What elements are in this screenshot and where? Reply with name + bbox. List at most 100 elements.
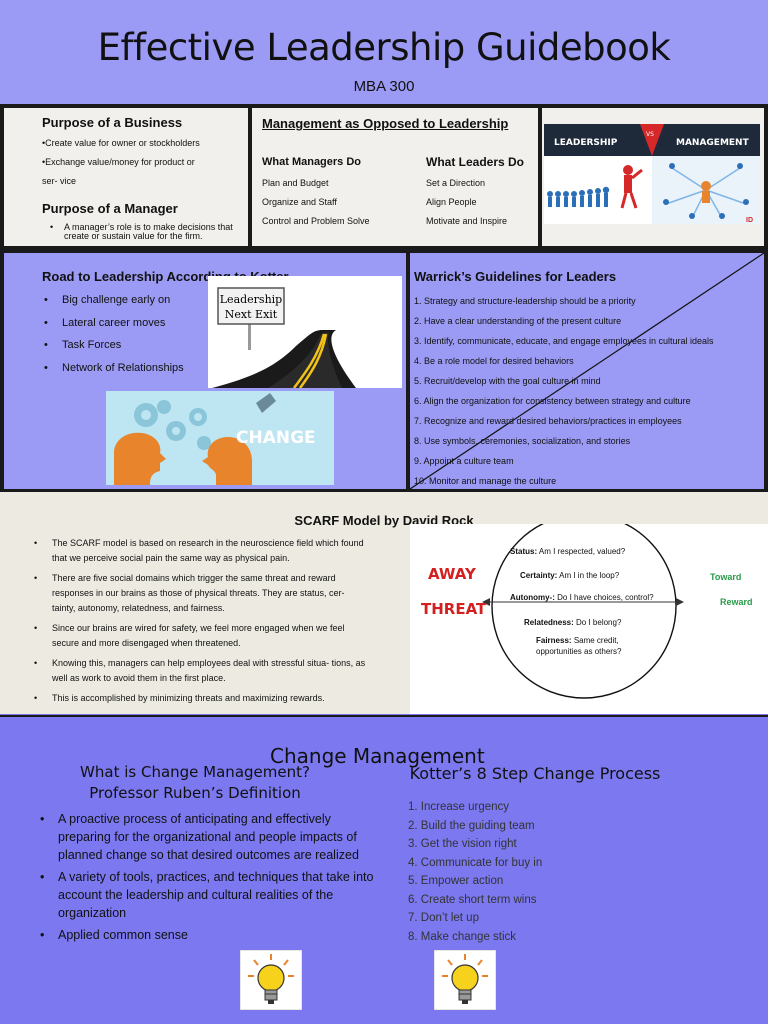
- autonomy-label: Autonomy-:: [510, 593, 555, 602]
- diagonal-line: [410, 253, 764, 489]
- change-left-title-1: What is Change Management?: [80, 763, 310, 781]
- change-section: Change Management What is Change Managem…: [0, 714, 768, 1024]
- warrick-item: 5. Recruit/develop with the goal culture…: [414, 376, 601, 386]
- managers-title: What Managers Do: [262, 156, 362, 168]
- kotter-step: 6. Create short term wins: [408, 893, 537, 906]
- fairness-question-2: opportunities as others?: [536, 647, 622, 656]
- managers-item: Plan and Budget: [262, 178, 329, 188]
- change-item: A variety of tools, practices, and techn…: [40, 868, 380, 922]
- svg-text:Status: Am I respected, valued: Status: Am I respected, valued?: [510, 547, 626, 556]
- scarf-paragraph: Since our brains are wired for safety, w…: [34, 621, 370, 651]
- managers-item: Organize and Staff: [262, 197, 337, 207]
- step-number: 7.: [408, 912, 421, 924]
- warrick-item: 2. Have a clear understanding of the pre…: [414, 316, 622, 326]
- sign-line-1: Leadership: [220, 293, 282, 306]
- step-number: 2.: [408, 819, 421, 832]
- change-right-title: Kotter’s 8 Step Change Process: [409, 764, 661, 783]
- warrick-item: 4. Be a role model for desired behaviors: [414, 356, 574, 366]
- kotter-road-item: Big challenge early on: [44, 289, 184, 312]
- reward-label: Reward: [720, 597, 753, 607]
- relatedness-label: Relatedness:: [524, 618, 574, 627]
- page-subtitle: MBA 300: [353, 78, 415, 95]
- kotter-step: 2. Build the guiding team: [408, 819, 535, 832]
- kotter-step: 8. Make change stick: [408, 930, 517, 943]
- fairness-label: Fairness:: [536, 636, 572, 645]
- lm-image-panel: LEADERSHIP VS MANAGEMENT ID: [542, 108, 764, 246]
- kotter-step: 4. Communicate for buy in: [408, 856, 543, 869]
- leadership-road-image: Leadership Next Exit: [208, 276, 402, 388]
- relatedness-question: Do I belong?: [576, 618, 622, 627]
- warrick-item: 8. Use symbols, ceremonies, socializatio…: [414, 436, 631, 446]
- warrick-item: 6. Align the organization for consistenc…: [414, 396, 691, 406]
- scarf-paragraph: There are five social domains which trig…: [34, 571, 370, 616]
- managers-item: Control and Problem Solve: [262, 216, 370, 226]
- step-number: 5.: [408, 875, 421, 887]
- business-item: •Create value for owner or stockholders: [42, 138, 200, 148]
- kotter-road-item: Task Forces: [44, 334, 184, 357]
- lm-left-label: LEADERSHIP: [554, 138, 618, 148]
- step-number: 6.: [408, 893, 421, 906]
- svg-text:Certainty: Am I in the loop?: Certainty: Am I in the loop?: [520, 571, 620, 580]
- management-panel: Management as Opposed to Leadership What…: [252, 108, 538, 246]
- scarf-paragraph: Knowing this, managers can help employee…: [34, 656, 370, 686]
- step-number: 4.: [408, 856, 421, 869]
- leaders-title: What Leaders Do: [426, 155, 525, 169]
- status-question: Am I respected, valued?: [539, 547, 626, 556]
- certainty-label: Certainty:: [520, 571, 557, 580]
- business-panel: Purpose of a Business •Create value for …: [4, 108, 248, 246]
- away-label: AWAY: [428, 565, 477, 583]
- kotter-step: 7. Don’t let up: [408, 912, 479, 924]
- leaders-item: Set a Direction: [426, 178, 486, 188]
- leaders-item: Align People: [426, 197, 477, 207]
- change-item: Applied common sense: [40, 926, 380, 944]
- threat-label: THREAT: [421, 600, 487, 618]
- kotter-road-panel: Road to Leadership According to Kotter B…: [4, 253, 406, 489]
- status-label: Status:: [510, 547, 537, 556]
- business-title: Purpose of a Business: [42, 115, 183, 130]
- warrick-item: 10. Monitor and manage the culture: [414, 476, 557, 486]
- warrick-panel: Warrick’s Guidelines for Leaders 1. Stra…: [410, 253, 764, 489]
- manager-item: A manager’s role is to make decisions th…: [64, 223, 233, 241]
- scarf-section: SCARF Model by David Rock The SCARF mode…: [0, 492, 768, 714]
- scarf-paragraph: This is accomplished by minimizing threa…: [34, 691, 370, 706]
- kotter-step: 1. Increase urgency: [408, 801, 510, 813]
- fairness-question: Same credit,: [574, 636, 619, 645]
- sign-line-2: Next Exit: [225, 308, 278, 321]
- page-title: Effective Leadership Guidebook: [97, 26, 671, 69]
- svg-text:Relatedness: Do I belong?: Relatedness: Do I belong?: [524, 618, 622, 627]
- lightbulb-icon: [434, 950, 496, 1010]
- step-number: 1.: [408, 801, 421, 813]
- change-item: A proactive process of anticipating and …: [40, 810, 380, 864]
- warrick-item: 1. Strategy and structure-leadership sho…: [414, 296, 636, 306]
- lm-right-label: MANAGEMENT: [676, 138, 750, 148]
- lm-vs-label: VS: [646, 131, 654, 138]
- business-item: ser- vice: [42, 176, 77, 186]
- kotter-step: 3. Get the vision right: [408, 838, 517, 850]
- toward-label: Toward: [710, 572, 741, 582]
- warrick-title: Warrick’s Guidelines for Leaders: [414, 269, 617, 284]
- header: [0, 0, 768, 104]
- certainty-question: Am I in the loop?: [559, 571, 620, 580]
- svg-text:Autonomy-: Do I have choices,: Autonomy-: Do I have choices, control?: [510, 593, 654, 602]
- change-left-title-2: Professor Ruben’s Definition: [89, 784, 301, 802]
- change-word: CHANGE: [236, 428, 316, 448]
- lm-tag: ID: [746, 217, 753, 224]
- warrick-item: 7. Recognize and reward desired behavior…: [414, 416, 682, 426]
- business-item: •Exchange value/money for product or: [42, 157, 195, 167]
- manager-title: Purpose of a Manager: [42, 201, 178, 216]
- change-title: Change Management: [270, 744, 485, 768]
- kotter-step: 5. Empower action: [408, 875, 504, 887]
- top-row: Purpose of a Business •Create value for …: [0, 104, 768, 250]
- warrick-item: 3. Identify, communicate, educate, and e…: [414, 336, 714, 346]
- warrick-item: 9. Appoint a culture team: [414, 456, 514, 466]
- leaders-item: Motivate and Inspire: [426, 216, 508, 226]
- bullet-icon: •: [50, 223, 54, 232]
- autonomy-question: Do I have choices, control?: [557, 593, 654, 602]
- lightbulb-icon: [240, 950, 302, 1010]
- scarf-diagram: AWAY THREAT Toward Reward Status: Am I r…: [410, 524, 768, 714]
- change-heads-image: CHANGE: [106, 391, 334, 485]
- step-number: 3.: [408, 838, 421, 850]
- leadership-vs-management-image: LEADERSHIP VS MANAGEMENT ID: [544, 124, 760, 224]
- middle-row: Road to Leadership According to Kotter B…: [0, 250, 768, 492]
- scarf-paragraph: The SCARF model is based on research in …: [34, 536, 370, 566]
